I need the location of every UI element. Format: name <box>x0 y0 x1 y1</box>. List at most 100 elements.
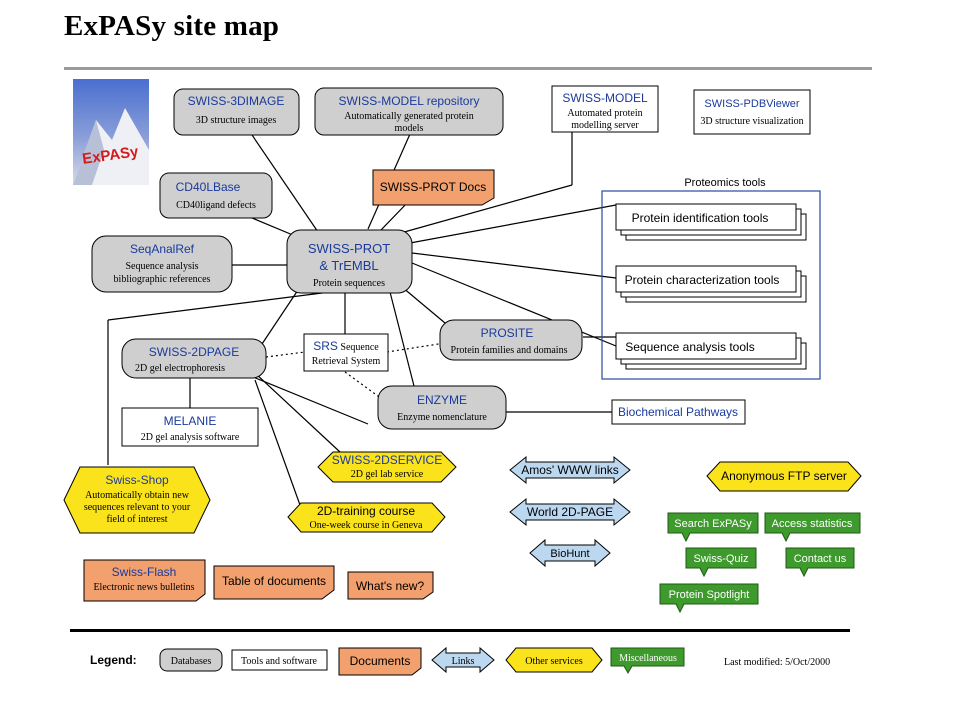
proteomics-tools-panel: Proteomics tools <box>601 177 821 380</box>
sequence-analysis-tools[interactable]: Sequence analysis tools <box>615 332 807 370</box>
melanie-title: MELANIE <box>164 414 217 428</box>
srs-node[interactable]: SRS Sequence Retrieval System <box>303 333 389 372</box>
swiss-flash-node[interactable]: Swiss-Flash Electronic news bulletins <box>83 559 206 602</box>
page-title: ExPASy site map <box>64 10 280 42</box>
legend-links-label: Links <box>452 656 475 667</box>
svg-text:SRS Sequence: SRS Sequence <box>313 339 379 353</box>
swiss-model-title: SWISS-MODEL <box>562 91 648 105</box>
swiss-prot-docs-node[interactable]: SWISS-PROT Docs <box>372 169 495 206</box>
whats-new-title: What's new? <box>356 579 425 593</box>
swiss-pdbviewer-node[interactable]: SWISS-PDBViewer 3D structure visualizati… <box>693 89 811 135</box>
seqanalref-node[interactable]: SeqAnalRef Sequence analysis bibliograph… <box>91 235 233 293</box>
swiss-shop-sub-1: Automatically obtain new <box>85 490 190 501</box>
swiss-shop-node[interactable]: Swiss-Shop Automatically obtain new sequ… <box>63 466 211 534</box>
training-course-title: 2D-training course <box>317 504 415 518</box>
prosite-node[interactable]: PROSITE Protein families and domains <box>439 319 583 361</box>
swiss-2dservice-sub: 2D gel lab service <box>351 469 424 480</box>
contact-us-node[interactable]: Contact us <box>785 547 855 578</box>
legend: Legend: Databases Tools and software Doc… <box>90 646 830 676</box>
legend-tools-label: Tools and software <box>241 656 318 667</box>
srs-title: SRS <box>313 339 338 353</box>
legend-tools: Tools and software <box>231 649 328 671</box>
legend-other-services-label: Other services <box>525 656 583 667</box>
swiss-prot-sub: Protein sequences <box>313 278 385 289</box>
training-course-node[interactable]: 2D-training course One-week course in Ge… <box>287 502 446 533</box>
protein-characterization-tools[interactable]: Protein characterization tools <box>615 265 807 303</box>
world-2dpage-title: World 2D-PAGE <box>527 505 613 519</box>
bottom-rule <box>70 629 850 632</box>
enzyme-title: ENZYME <box>417 393 467 407</box>
protein-spotlight-node[interactable]: Protein Spotlight <box>659 583 759 614</box>
melanie-node[interactable]: MELANIE 2D gel analysis software <box>121 407 259 447</box>
swiss-shop-sub-3: field of interest <box>106 514 167 525</box>
ftp-server-node[interactable]: Anonymous FTP server <box>706 461 862 492</box>
srs-title-suffix: Sequence <box>338 342 379 353</box>
access-statistics-title: Access statistics <box>772 518 853 530</box>
access-statistics-node[interactable]: Access statistics <box>764 512 861 543</box>
seqanalref-sub-2: bibliographic references <box>114 274 211 285</box>
swiss-prot-docs-title: SWISS-PROT Docs <box>380 180 486 194</box>
seqanalref-title: SeqAnalRef <box>130 242 195 256</box>
legend-documents: Documents <box>338 647 422 676</box>
swiss-2dservice-title: SWISS-2DSERVICE <box>332 453 442 467</box>
legend-miscellaneous-label: Miscellaneous <box>619 653 677 664</box>
legend-documents-label: Documents <box>350 654 411 668</box>
swiss-model-repository-sub-1: Automatically generated protein <box>344 111 473 122</box>
swiss-model-repository-node[interactable]: SWISS-MODEL repository Automatically gen… <box>314 87 504 136</box>
world-2dpage-node[interactable]: World 2D-PAGE <box>509 497 631 527</box>
swiss-pdbviewer-title: SWISS-PDBViewer <box>704 98 799 110</box>
whats-new-node[interactable]: What's new? <box>347 571 434 600</box>
amos-links-title: Amos' WWW links <box>521 463 619 477</box>
legend-other-services: Other services <box>505 647 603 673</box>
srs-sub: Retrieval System <box>312 356 381 367</box>
top-rule <box>64 67 872 70</box>
swiss-3dimage-title: SWISS-3DIMAGE <box>188 94 285 108</box>
table-of-documents-node[interactable]: Table of documents <box>213 565 335 600</box>
biochemical-pathways-title: Biochemical Pathways <box>618 405 738 419</box>
legend-links: Links <box>431 646 495 674</box>
amos-links-node[interactable]: Amos' WWW links <box>509 455 631 485</box>
protein-identification-tools-label: Protein identification tools <box>632 211 769 225</box>
search-expasy-title: Search ExPASy <box>674 518 752 530</box>
legend-databases-label: Databases <box>171 656 212 667</box>
biochemical-pathways-node[interactable]: Biochemical Pathways <box>611 399 746 425</box>
last-modified: Last modified: 5/Oct/2000 <box>724 657 830 668</box>
protein-identification-tools[interactable]: Protein identification tools <box>615 203 807 241</box>
seqanalref-sub-1: Sequence analysis <box>125 261 198 272</box>
swiss-3dimage-node[interactable]: SWISS-3DIMAGE 3D structure images <box>173 88 300 136</box>
enzyme-node[interactable]: ENZYME Enzyme nomenclature <box>377 385 507 430</box>
protein-spotlight-title: Protein Spotlight <box>669 589 750 601</box>
legend-label: Legend: <box>90 653 137 667</box>
swiss-model-repository-title: SWISS-MODEL repository <box>339 94 480 108</box>
swiss-quiz-node[interactable]: Swiss-Quiz <box>685 547 757 578</box>
search-expasy-node[interactable]: Search ExPASy <box>667 512 759 543</box>
swiss-3dimage-sub: 3D structure images <box>196 115 277 126</box>
swiss-model-repository-sub-2: models <box>395 123 424 134</box>
prosite-title: PROSITE <box>481 326 534 340</box>
biohunt-node[interactable]: BioHunt <box>529 538 611 568</box>
swiss-shop-title: Swiss-Shop <box>105 473 169 487</box>
swiss-2dservice-node[interactable]: SWISS-2DSERVICE 2D gel lab service <box>317 451 457 483</box>
table-of-documents-title: Table of documents <box>222 574 326 588</box>
swiss-flash-sub: Electronic news bulletins <box>93 582 194 593</box>
biohunt-title: BioHunt <box>550 548 589 560</box>
cd40lbase-sub: CD40ligand defects <box>176 200 256 211</box>
expasy-logo[interactable]: ExPASy <box>73 79 149 185</box>
ftp-server-title: Anonymous FTP server <box>721 469 847 483</box>
protein-characterization-tools-label: Protein characterization tools <box>625 273 780 287</box>
swiss-quiz-title: Swiss-Quiz <box>693 553 748 565</box>
swiss-prot-node[interactable]: SWISS-PROT & TrEMBL Protein sequences <box>286 229 413 294</box>
swiss-2dpage-sub: 2D gel electrophoresis <box>135 363 225 374</box>
swiss-model-sub-2: modelling server <box>571 120 639 131</box>
legend-miscellaneous: Miscellaneous <box>610 647 685 675</box>
swiss-2dpage-node[interactable]: SWISS-2DPAGE 2D gel electrophoresis <box>121 338 267 379</box>
training-course-sub: One-week course in Geneva <box>309 520 423 531</box>
swiss-prot-title: SWISS-PROT <box>308 241 390 256</box>
swiss-2dpage-title: SWISS-2DPAGE <box>149 345 239 359</box>
cd40lbase-node[interactable]: CD40LBase CD40ligand defects <box>159 172 273 219</box>
swiss-flash-title: Swiss-Flash <box>112 565 177 579</box>
swiss-pdbviewer-sub: 3D structure visualization <box>700 116 803 127</box>
enzyme-sub: Enzyme nomenclature <box>397 412 487 423</box>
swiss-model-node[interactable]: SWISS-MODEL Automated protein modelling … <box>551 85 659 133</box>
